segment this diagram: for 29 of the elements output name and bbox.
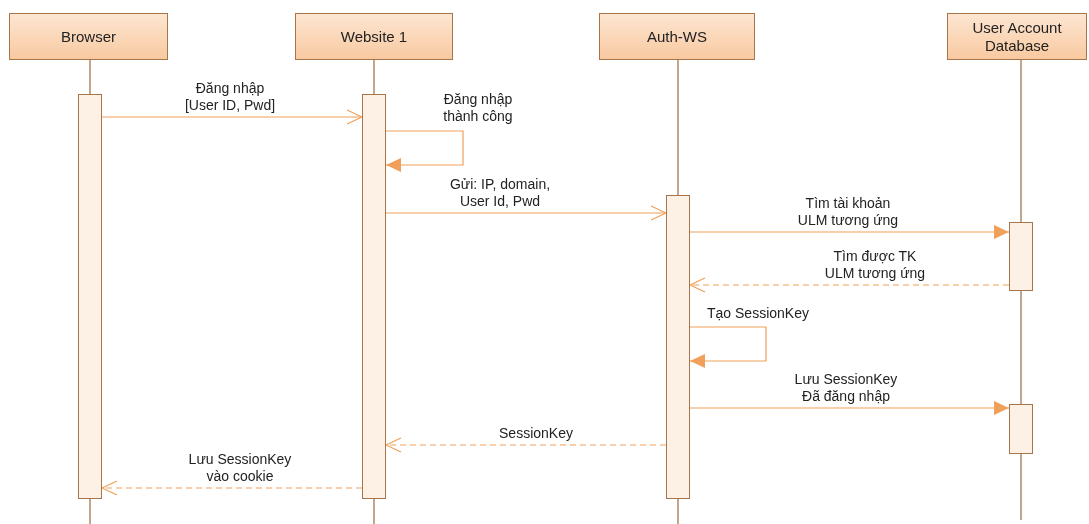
lifeline bbox=[1020, 290, 1022, 405]
activation-bar bbox=[1009, 404, 1033, 454]
message-arrow bbox=[385, 205, 667, 221]
activation-bar bbox=[78, 94, 102, 499]
activation-bar bbox=[666, 195, 690, 499]
participant-name: User Account Database bbox=[971, 18, 1063, 55]
message-arrow bbox=[689, 225, 1010, 239]
participant-box bbox=[295, 13, 453, 60]
participant-box bbox=[9, 13, 168, 60]
message-arrow bbox=[689, 277, 1010, 293]
message-label: Tìm tài khoản ULM tương ứng bbox=[795, 195, 901, 229]
lifeline bbox=[373, 59, 375, 95]
message-arrow bbox=[385, 437, 667, 453]
lifeline bbox=[1020, 59, 1022, 223]
participant-name: Website 1 bbox=[340, 27, 408, 46]
activation-bar bbox=[362, 94, 386, 499]
lifeline bbox=[89, 59, 91, 95]
participant-box bbox=[599, 13, 755, 60]
activation-bar bbox=[1009, 222, 1033, 291]
message-arrow bbox=[385, 130, 464, 172]
participant-name: Auth-WS bbox=[647, 27, 707, 46]
message-arrow bbox=[689, 326, 767, 368]
message-arrow bbox=[101, 109, 363, 125]
message-arrow bbox=[689, 401, 1010, 415]
message-arrow bbox=[101, 480, 363, 496]
message-label: Tìm được TK ULM tương ứng bbox=[822, 248, 928, 282]
participant-box bbox=[947, 13, 1087, 60]
lifeline bbox=[677, 59, 679, 196]
participant-name: Browser bbox=[61, 27, 116, 46]
